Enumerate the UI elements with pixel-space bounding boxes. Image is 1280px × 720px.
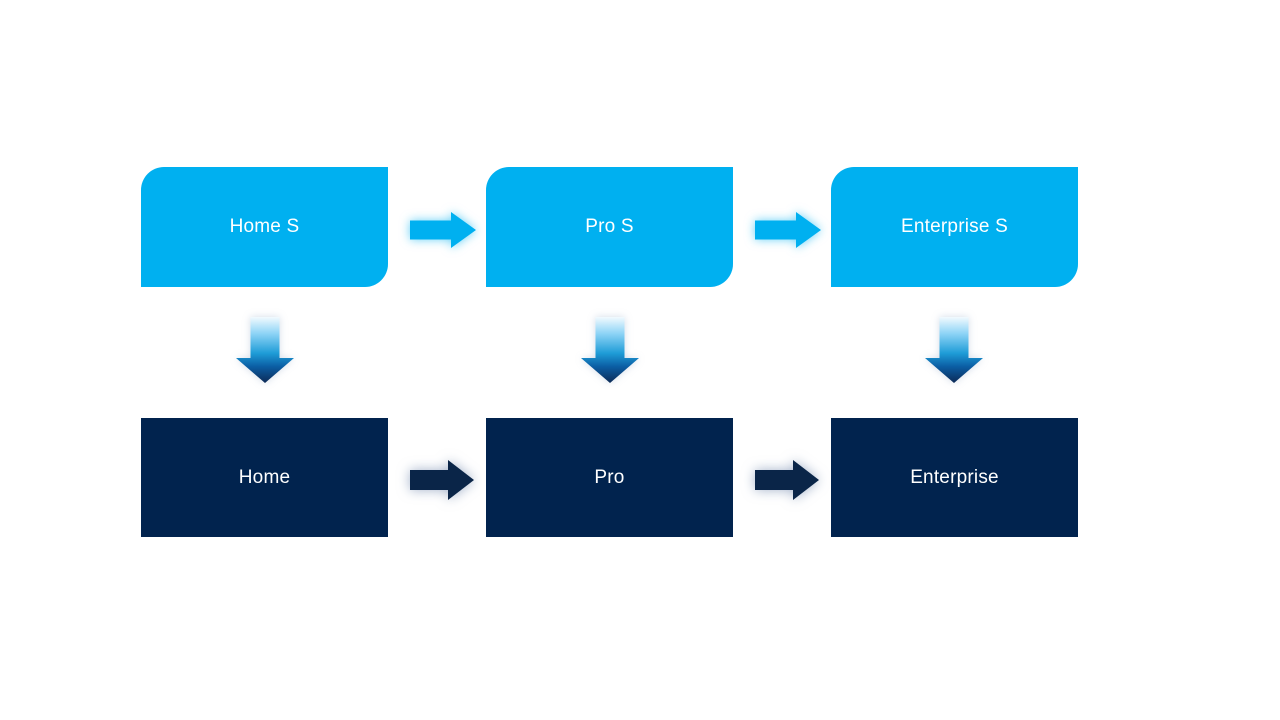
arrow-down-icon-home-s-to-home [236, 317, 294, 383]
arrow-down-icon-pro-s-to-pro [581, 317, 639, 383]
box-home-s: Home S [141, 167, 388, 287]
box-enterprise-label: Enterprise [910, 466, 999, 488]
box-enterprise-s-label: Enterprise S [901, 216, 1008, 237]
box-pro-s: Pro S [486, 167, 733, 287]
box-pro: Pro [486, 418, 733, 537]
box-home-label: Home [238, 466, 291, 488]
arrow-right-icon-home-s-to-pro-s [410, 212, 476, 248]
arrow-down-icon-enterprise-s-to-enterprise [925, 317, 983, 383]
arrow-right-icon-pro-s-to-enterprise-s [755, 212, 821, 248]
arrow-right-icon-pro-to-enterprise [755, 460, 819, 500]
box-home: Home [141, 418, 388, 537]
box-enterprise-s: Enterprise S [831, 167, 1078, 287]
box-enterprise: Enterprise [831, 418, 1078, 537]
box-home-s-label: Home S [229, 216, 300, 237]
arrow-right-icon-home-to-pro [410, 460, 474, 500]
box-pro-label: Pro [594, 466, 625, 488]
box-pro-s-label: Pro S [585, 216, 634, 237]
